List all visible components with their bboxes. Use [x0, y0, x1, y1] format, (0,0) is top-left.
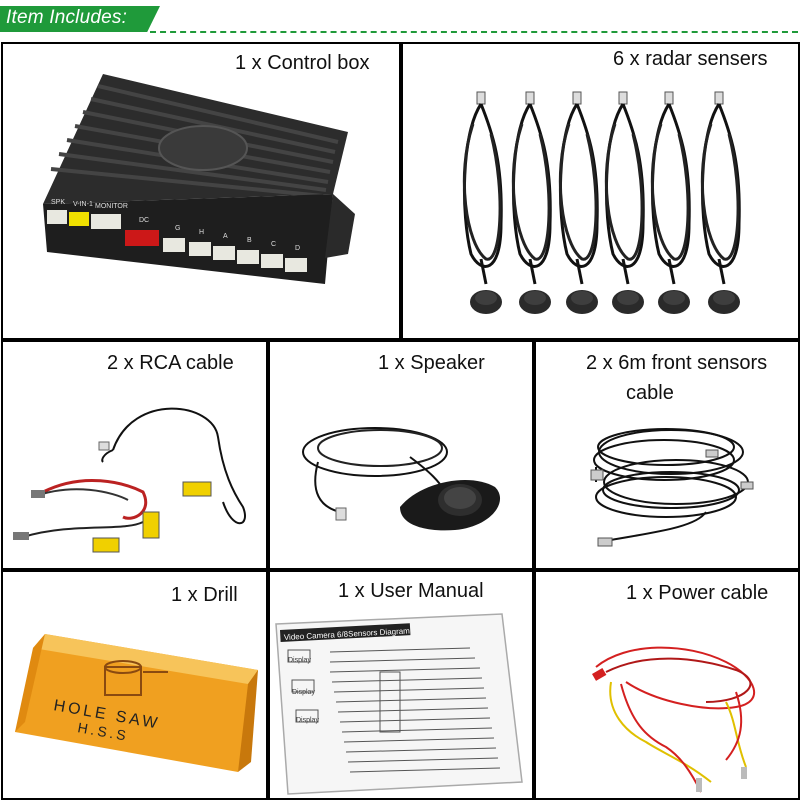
item-label: 1 x Drill [171, 584, 238, 606]
port-label: MONITOR [95, 203, 128, 210]
section-header: Item Includes: [0, 0, 800, 40]
speaker-image [302, 427, 501, 531]
item-label: 2 x RCA cable [107, 352, 234, 374]
port-label: DC [139, 217, 149, 224]
port-label: V-IN-1 [73, 201, 93, 208]
manual-side-label: Display [288, 657, 311, 664]
power-cable-image [592, 646, 756, 793]
port-label: H [199, 229, 204, 236]
cell-radar-sensors: 6 x radar sensers [401, 42, 800, 340]
header-title: Item Includes: [6, 7, 128, 28]
rca-cable-image [13, 407, 246, 553]
cell-user-manual: 1 x User Manual Video Camera 6/8Sensors … [268, 570, 534, 800]
cell-power-cable: 1 x Power cable [534, 570, 800, 800]
port-label: B [247, 237, 252, 244]
cell-speaker: 1 x Speaker [268, 340, 534, 570]
header-dashed-line [150, 31, 798, 33]
item-label: 6 x radar sensers [613, 48, 768, 70]
cell-rca-cable: 2 x RCA cable [1, 340, 268, 570]
manual-side-label: Display [296, 717, 319, 724]
port-label: D [295, 245, 300, 252]
user-manual-image: Video Camera 6/8Sensors Diagram Display … [275, 613, 523, 795]
port-label: C [271, 241, 276, 248]
front-sensors-cable-image [590, 428, 754, 547]
port-label: A [223, 233, 228, 240]
item-label: 1 x User Manual [338, 580, 484, 602]
item-label: 1 x Power cable [626, 582, 769, 604]
port-label: SPK [51, 199, 65, 206]
cell-front-sensors-cable: 2 x 6m front sensors cable [534, 340, 800, 570]
cell-drill: 1 x Drill HOLE SAW H.S.S [1, 570, 268, 800]
drill-box-image: HOLE SAW H.S.S [15, 634, 258, 772]
item-label: 2 x 6m front sensors [586, 352, 768, 374]
port-label: G [175, 225, 180, 232]
item-label: 1 x Control box [235, 52, 370, 74]
header-tag [0, 6, 160, 32]
control-box-image: SPK V-IN-1 MONITOR DC G H A B C D [43, 74, 355, 284]
item-label: 1 x Speaker [378, 352, 485, 374]
item-label-line2: cable [626, 382, 674, 404]
cell-control-box: 1 x Control box SPK V-IN-1 [1, 42, 401, 340]
radar-sensors-image [462, 91, 741, 314]
